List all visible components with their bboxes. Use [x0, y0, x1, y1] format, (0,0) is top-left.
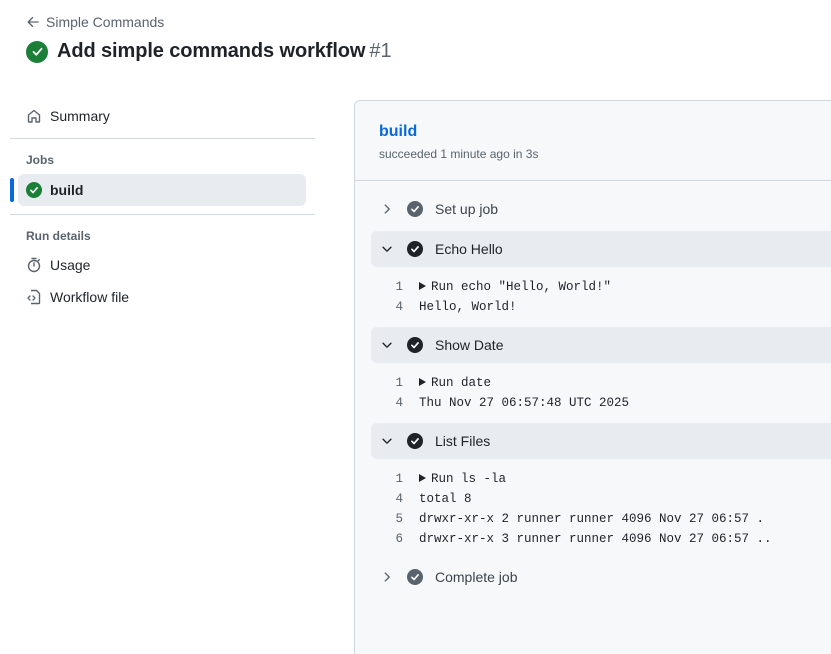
- log-text: Hello, World!: [419, 300, 517, 314]
- step-show-date[interactable]: Show Date: [371, 327, 831, 363]
- success-check-icon: [26, 182, 42, 198]
- job-name[interactable]: build: [379, 123, 418, 140]
- line-number: 4: [395, 300, 403, 314]
- expand-triangle-icon[interactable]: [419, 282, 426, 290]
- back-link[interactable]: Simple Commands: [26, 14, 164, 30]
- line-number: 1: [395, 376, 403, 390]
- chevron-right-icon: [379, 569, 395, 585]
- job-status-text: succeeded 1 minute ago in 3s: [379, 147, 539, 161]
- log-line: 4 total 8: [371, 489, 831, 509]
- chevron-down-icon: [379, 337, 395, 353]
- page-title: Add simple commands workflow#1: [26, 40, 392, 63]
- step-log: 1 Run ls -la 4 total 8 5 drwxr-xr-x 2 ru…: [371, 463, 831, 559]
- log-line[interactable]: 1 Run echo "Hello, World!": [371, 277, 831, 297]
- step-success-icon: [407, 201, 423, 217]
- step-label: List Files: [435, 433, 491, 449]
- stopwatch-icon: [27, 257, 41, 273]
- jobs-heading: Jobs: [26, 153, 55, 167]
- log-text: Run date: [431, 376, 492, 390]
- line-number: 1: [395, 472, 403, 486]
- sidebar-divider: [10, 214, 315, 215]
- sidebar-divider: [10, 138, 315, 139]
- log-text: Run ls -la: [431, 472, 507, 486]
- step-echo-hello[interactable]: Echo Hello: [371, 231, 831, 267]
- sidebar-item-usage[interactable]: Usage: [10, 249, 315, 281]
- step-label: Echo Hello: [435, 241, 503, 257]
- line-number: 1: [395, 280, 403, 294]
- sidebar: Summary Jobs build Run details Usage Wor…: [10, 100, 315, 313]
- steps-list: Set up job Echo Hello 1 Run echo "Hello,…: [355, 181, 831, 595]
- step-log: 1 Run echo "Hello, World!" 4 Hello, Worl…: [371, 271, 831, 327]
- chevron-right-icon: [379, 201, 395, 217]
- log-text: Thu Nov 27 06:57:48 UTC 2025: [419, 396, 630, 410]
- sidebar-item-label: Workflow file: [50, 289, 130, 305]
- file-code-icon: [27, 289, 41, 305]
- step-success-icon: [407, 241, 423, 257]
- sidebar-item-label: Usage: [50, 257, 91, 273]
- step-log: 1 Run date 4 Thu Nov 27 06:57:48 UTC 202…: [371, 367, 831, 423]
- sidebar-item-label: Summary: [50, 108, 110, 124]
- step-success-icon: [407, 337, 423, 353]
- expand-triangle-icon[interactable]: [419, 378, 426, 386]
- log-line: 6 drwxr-xr-x 3 runner runner 4096 Nov 27…: [371, 529, 831, 549]
- log-line[interactable]: 1 Run date: [371, 373, 831, 393]
- step-label: Complete job: [435, 569, 518, 585]
- run-details-heading: Run details: [26, 229, 91, 243]
- home-icon: [27, 109, 41, 123]
- sidebar-item-label: build: [50, 182, 84, 198]
- step-list-files[interactable]: List Files: [371, 423, 831, 459]
- log-line: 5 drwxr-xr-x 2 runner runner 4096 Nov 27…: [371, 509, 831, 529]
- chevron-down-icon: [379, 241, 395, 257]
- step-success-icon: [407, 433, 423, 449]
- step-complete-job[interactable]: Complete job: [371, 559, 831, 595]
- log-text: drwxr-xr-x 2 runner runner 4096 Nov 27 0…: [419, 512, 765, 526]
- log-text: total 8: [419, 492, 472, 506]
- line-number: 4: [395, 492, 403, 506]
- log-text: drwxr-xr-x 3 runner runner 4096 Nov 27 0…: [419, 532, 772, 546]
- log-line[interactable]: 1 Run ls -la: [371, 469, 831, 489]
- run-number: #1: [369, 40, 392, 62]
- line-number: 5: [395, 512, 403, 526]
- step-success-icon: [407, 569, 423, 585]
- expand-triangle-icon[interactable]: [419, 474, 426, 482]
- success-check-icon: [26, 40, 48, 63]
- arrow-left-icon: [27, 16, 39, 28]
- log-line: 4 Hello, World!: [371, 297, 831, 317]
- log-line: 4 Thu Nov 27 06:57:48 UTC 2025: [371, 393, 831, 413]
- run-title-text: Add simple commands workflow: [57, 40, 366, 62]
- back-link-label: Simple Commands: [46, 14, 165, 30]
- chevron-down-icon: [379, 433, 395, 449]
- job-panel: build succeeded 1 minute ago in 3s Set u…: [354, 100, 831, 654]
- sidebar-item-build-job[interactable]: build: [10, 174, 306, 206]
- sidebar-item-summary[interactable]: Summary: [10, 100, 315, 132]
- line-number: 6: [395, 532, 403, 546]
- step-set-up-job[interactable]: Set up job: [371, 191, 831, 227]
- job-header: build succeeded 1 minute ago in 3s: [355, 101, 831, 181]
- sidebar-item-workflow-file[interactable]: Workflow file: [10, 281, 315, 313]
- step-label: Show Date: [435, 337, 504, 353]
- line-number: 4: [395, 396, 403, 410]
- step-label: Set up job: [435, 201, 499, 217]
- log-text: Run echo "Hello, World!": [431, 280, 612, 294]
